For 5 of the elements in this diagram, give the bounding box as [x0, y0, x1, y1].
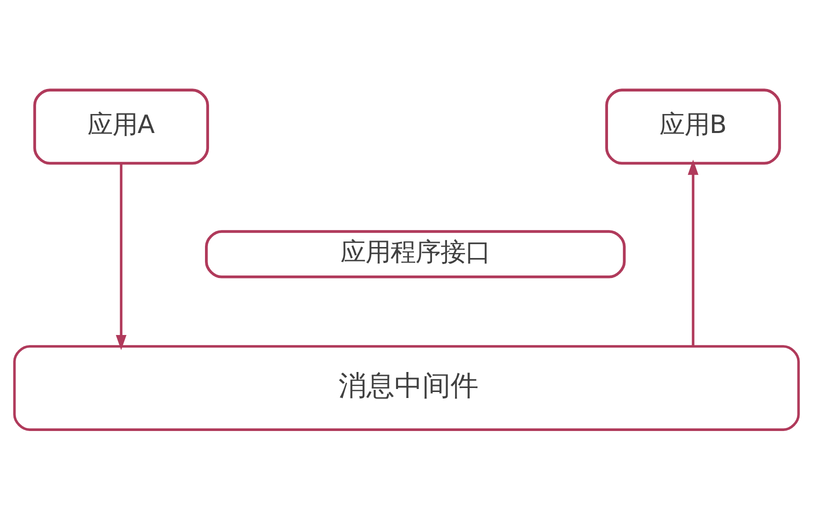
- node-box: 应用B: [605, 88, 781, 164]
- arrow: [116, 163, 126, 350]
- arrow: [688, 159, 698, 346]
- node-box: 应用程序接口: [205, 230, 626, 278]
- node-box: 应用A: [33, 88, 210, 164]
